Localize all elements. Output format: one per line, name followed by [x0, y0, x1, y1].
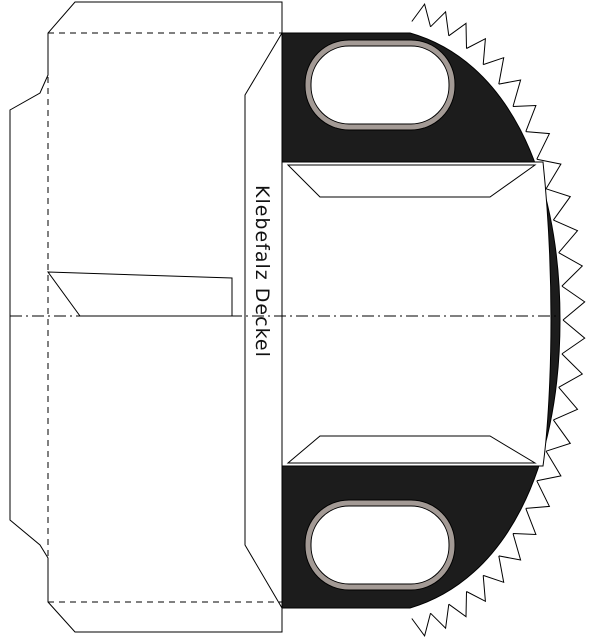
inner-flap-top	[286, 164, 537, 198]
side-flap	[46, 271, 233, 317]
box-body-outline	[9, 1, 283, 633]
inner-flap-bottom	[286, 435, 537, 464]
handle-bottom	[304, 499, 456, 591]
glue-tab-label: Klebefalz Deckel	[251, 185, 273, 358]
lid-white-window	[281, 161, 552, 467]
glue-tab-outline	[244, 32, 283, 609]
handle-top	[304, 39, 456, 131]
